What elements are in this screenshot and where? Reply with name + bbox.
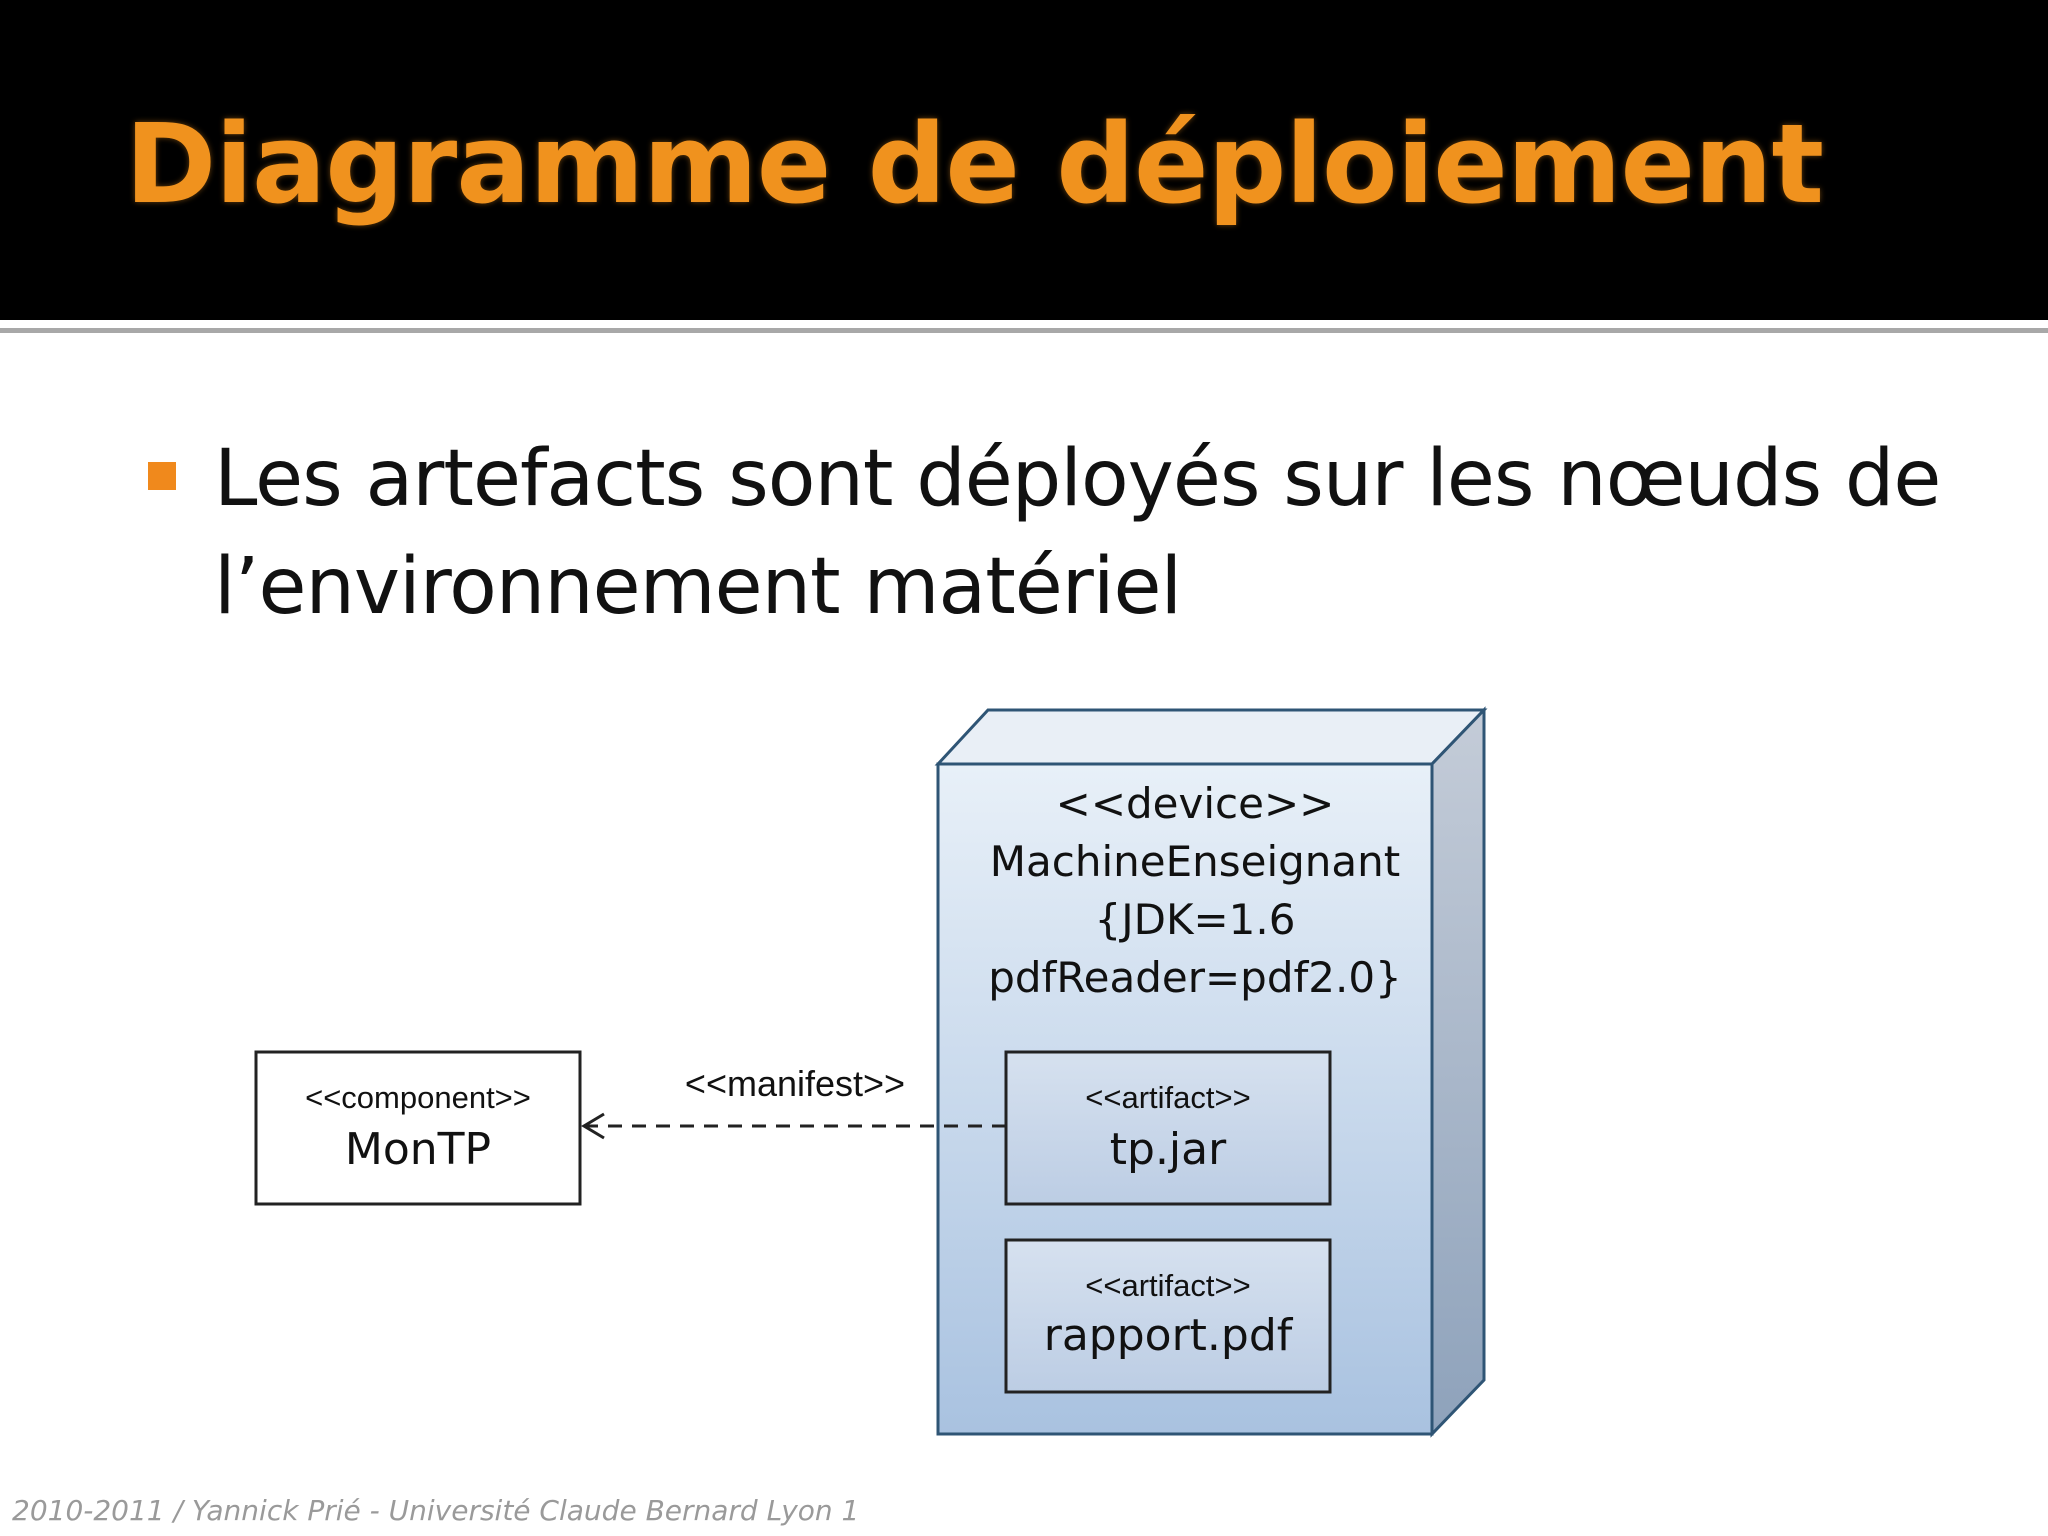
device-node-side: [1430, 706, 1486, 1438]
artifact-name: tp.jar: [1110, 1124, 1227, 1175]
component-montp: <<component>> MonTP: [254, 1050, 582, 1206]
artifact-stereotype: <<artifact>>: [1085, 1080, 1250, 1115]
device-name: MachineEnseignant: [990, 837, 1400, 886]
artifact-stereotype: <<artifact>>: [1085, 1268, 1250, 1303]
artifact-name: rapport.pdf: [1044, 1310, 1294, 1361]
component-name: MonTP: [345, 1124, 491, 1175]
device-stereotype: <<device>>: [1056, 779, 1335, 828]
bullet-marker: [148, 462, 176, 490]
device-property-jdk: {JDK=1.6: [1095, 895, 1296, 944]
manifest-dependency: <<manifest>>: [581, 1063, 1006, 1140]
title-bar: Diagramme de déploiement: [0, 0, 2048, 320]
artifact-rapport-pdf: <<artifact>> rapport.pdf: [1004, 1238, 1332, 1394]
bullet-text: Les artefacts sont déployés sur les nœud…: [214, 434, 1941, 632]
slide-title: Diagramme de déploiement: [125, 100, 1824, 228]
slide-footer: 2010-2011 / Yannick Prié - Université Cl…: [12, 1494, 860, 1527]
component-stereotype: <<component>>: [305, 1080, 531, 1115]
artifact-tp-jar: <<artifact>> tp.jar: [1004, 1050, 1332, 1206]
title-divider: [0, 328, 2048, 333]
device-property-pdfreader: pdfReader=pdf2.0}: [988, 953, 1402, 1002]
manifest-label: <<manifest>>: [685, 1063, 905, 1104]
arrowhead-icon: [581, 1112, 605, 1140]
device-node-top: [934, 708, 1488, 766]
